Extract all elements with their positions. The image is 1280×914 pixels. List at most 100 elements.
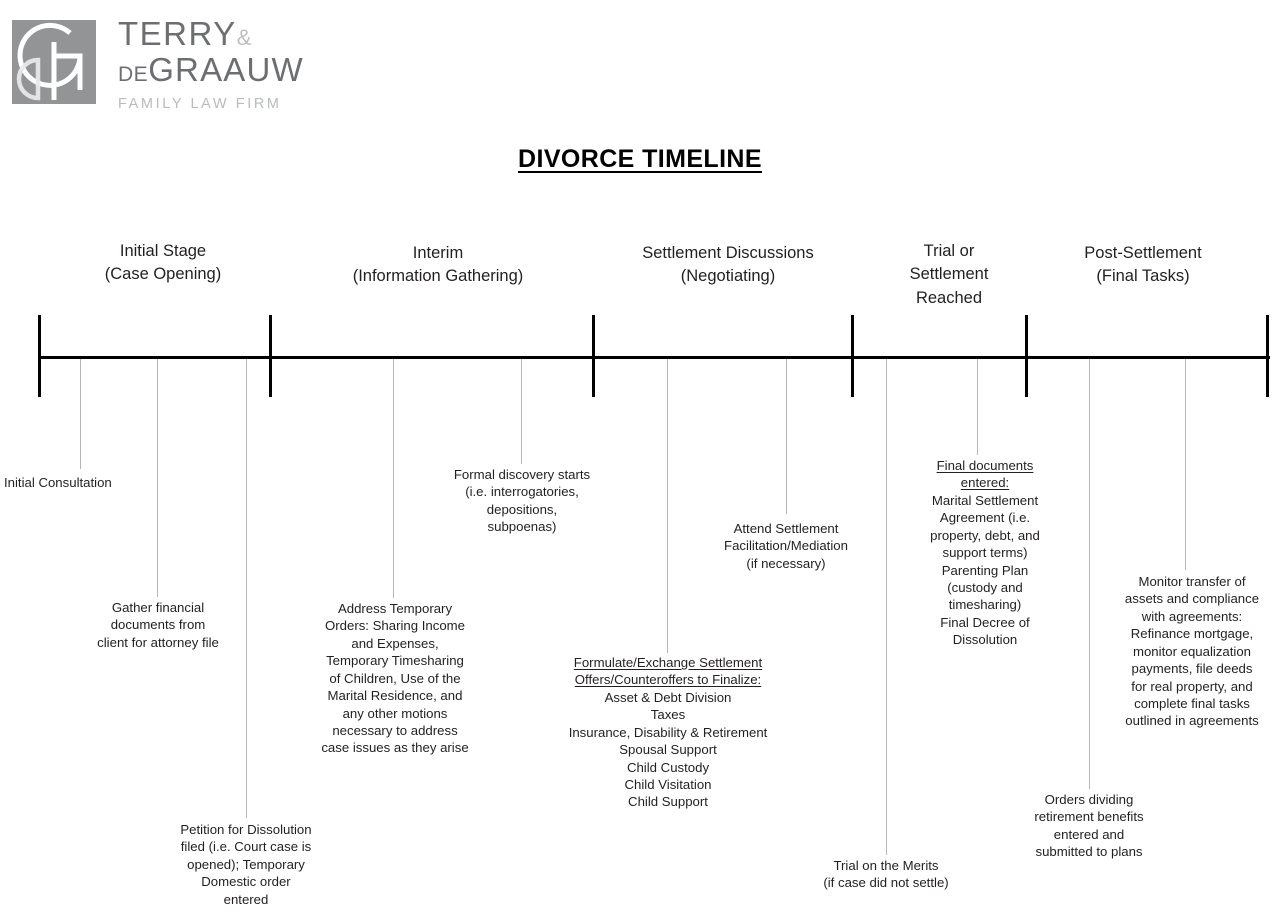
- event-line: Agreement (i.e.: [939, 510, 1031, 526]
- firm-name-terry: TERRY: [118, 15, 237, 52]
- event-line: Petition for Dissolution: [180, 822, 312, 837]
- event-heading-line: Formulate/Exchange Settlement: [573, 655, 763, 670]
- event-line: for real property, and: [1131, 678, 1253, 694]
- firm-name: TERRY& DEGRAAUW FAMILY LAW FIRM: [118, 14, 304, 112]
- stage-header-interim: Interim (Information Gathering): [310, 242, 566, 289]
- event-line: and Expenses,: [351, 635, 439, 651]
- stage-label-line: Settlement Discussions: [642, 244, 814, 262]
- event-attend-settlement-mediation: Attend Settlement Facilitation/Mediation…: [700, 520, 872, 572]
- event-line: (custody and: [947, 579, 1023, 595]
- event-line: monitor equalization: [1132, 643, 1252, 659]
- event-line: Spousal Support: [619, 742, 717, 758]
- event-initial-consultation: Initial Consultation: [4, 474, 174, 491]
- connector-monitor-transfer-of-assets: [1185, 359, 1186, 570]
- event-line: Temporary Timesharing: [326, 653, 464, 669]
- monogram-icon: [8, 14, 100, 112]
- event-line: subpoenas): [487, 519, 557, 535]
- firm-name-line-2: DEGRAAUW: [118, 53, 304, 88]
- connector-address-temporary-orders: [393, 359, 394, 598]
- event-petition-for-dissolution: Petition for Dissolution filed (i.e. Cou…: [160, 821, 332, 908]
- event-line: any other motions: [342, 705, 448, 721]
- stage-label-line: Initial Stage: [119, 242, 207, 260]
- event-line: Gather financial: [111, 600, 205, 615]
- stage-header-post-settlement: Post-Settlement (Final Tasks): [1032, 242, 1254, 289]
- stage-label-line: (Negotiating): [680, 267, 776, 286]
- connector-petition-for-dissolution: [246, 359, 247, 818]
- event-line: outlined in agreements: [1125, 713, 1259, 729]
- event-line: retirement benefits: [1034, 809, 1144, 825]
- firm-tagline: FAMILY LAW FIRM: [118, 95, 282, 112]
- event-heading-line: Offers/Counteroffers to Finalize:: [574, 672, 762, 688]
- event-line: Marital Residence, and: [327, 688, 463, 704]
- event-line: property, debt, and: [930, 527, 1040, 543]
- event-line: opened); Temporary: [187, 856, 305, 872]
- event-line: assets and compliance: [1124, 591, 1260, 607]
- timeline-axis: [38, 356, 1270, 359]
- event-line: Dissolution: [952, 632, 1018, 648]
- stage-label-line: (Final Tasks): [1096, 267, 1190, 286]
- event-line: support terms): [942, 545, 1028, 561]
- event-line: Asset & Debt Division: [604, 689, 732, 705]
- stage-header-trial-or-settlement: Trial or Settlement Reached: [876, 240, 1022, 310]
- stage-label-line: Trial or: [923, 242, 975, 260]
- event-line: Child Custody: [626, 759, 710, 775]
- firm-name-de: DE: [118, 63, 149, 87]
- connector-formulate-settlement-offers: [667, 359, 668, 653]
- event-line: Final Decree of: [940, 614, 1030, 630]
- event-line: Orders: Sharing Income: [325, 618, 465, 634]
- event-line: necessary to address: [332, 722, 458, 738]
- stage-header-initial-stage: Initial Stage (Case Opening): [58, 240, 268, 287]
- event-monitor-transfer-of-assets: Monitor transfer of assets and complianc…: [1108, 573, 1276, 730]
- stage-divider-6: [1266, 315, 1269, 397]
- event-line: Child Support: [628, 794, 708, 810]
- connector-trial-on-the-merits: [886, 359, 887, 855]
- event-line: entered: [223, 891, 269, 907]
- event-line: Attend Settlement: [733, 521, 839, 536]
- event-orders-dividing-retirement: Orders dividing retirement benefits ente…: [1010, 791, 1168, 861]
- stage-divider-4: [851, 315, 854, 397]
- event-line: Address Temporary: [337, 601, 453, 616]
- event-line: Domestic order: [201, 874, 291, 890]
- event-trial-on-the-merits: Trial on the Merits (if case did not set…: [800, 857, 972, 892]
- firm-name-graauw: GRAAUW: [148, 51, 304, 89]
- event-line: Initial Consultation: [4, 475, 112, 490]
- event-address-temporary-orders: Address Temporary Orders: Sharing Income…: [310, 600, 480, 757]
- firm-logo: TERRY& DEGRAAUW FAMILY LAW FIRM: [8, 14, 304, 112]
- stage-label-line: Post-Settlement: [1084, 244, 1202, 262]
- event-final-documents-entered: Final documents entered: Marital Settlem…: [913, 457, 1057, 649]
- stage-label-line: (Case Opening): [104, 265, 222, 284]
- firm-name-line-1: TERRY&: [118, 15, 304, 52]
- stage-divider-3: [592, 315, 595, 397]
- firm-name-ampersand: &: [236, 25, 253, 50]
- event-line: client for attorney file: [97, 634, 219, 650]
- connector-orders-dividing-retirement: [1089, 359, 1090, 789]
- event-line: Refinance mortgage,: [1130, 626, 1254, 642]
- event-formulate-exchange-settlement-offers: Formulate/Exchange Settlement Offers/Cou…: [547, 654, 789, 811]
- event-line: complete final tasks: [1134, 695, 1250, 711]
- stage-label-line: Settlement: [909, 265, 989, 284]
- event-heading-line: entered:: [960, 475, 1010, 491]
- stage-divider-2: [269, 315, 272, 397]
- event-line: Parenting Plan: [941, 562, 1029, 578]
- event-line: Marital Settlement: [931, 492, 1039, 508]
- event-line: Child Visitation: [624, 776, 712, 792]
- event-line: Formal discovery starts: [453, 467, 591, 482]
- event-line: with agreements:: [1141, 608, 1243, 624]
- connector-formal-discovery: [521, 359, 522, 464]
- event-line: Trial on the Merits: [833, 858, 939, 873]
- event-gather-financial-documents: Gather financial documents from client f…: [77, 599, 239, 651]
- event-line: depositions,: [486, 501, 558, 517]
- event-line: Orders dividing: [1044, 792, 1134, 807]
- event-line: timesharing): [948, 597, 1022, 613]
- event-line: Facilitation/Mediation: [724, 538, 848, 554]
- event-line: case issues as they arise: [321, 740, 469, 756]
- event-line: payments, file deeds: [1131, 661, 1253, 677]
- event-line: (if necessary): [746, 555, 826, 571]
- event-line: submitted to plans: [1035, 844, 1143, 860]
- stage-divider-5: [1025, 315, 1028, 397]
- event-line: filed (i.e. Court case is: [180, 839, 312, 855]
- stage-label-line: Interim: [412, 244, 464, 262]
- stage-header-settlement-discussions: Settlement Discussions (Negotiating): [598, 242, 858, 289]
- event-line: of Children, Use of the: [329, 670, 461, 686]
